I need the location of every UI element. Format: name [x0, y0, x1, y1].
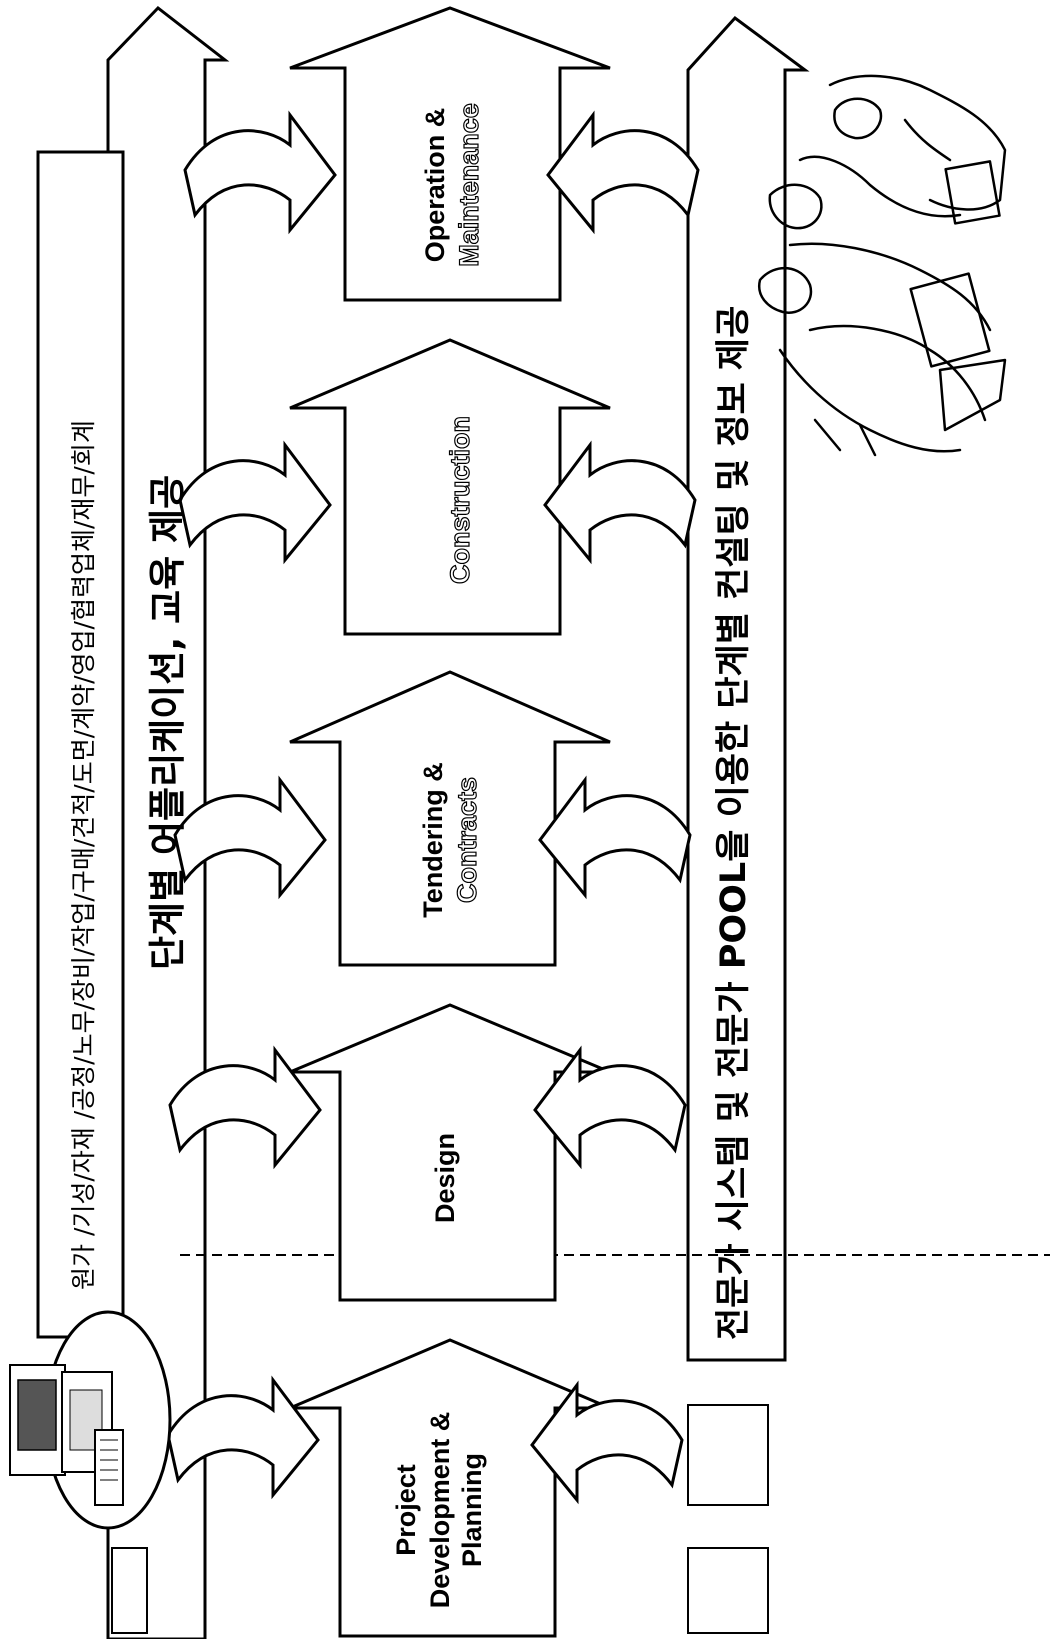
right-curved-arrow-tendering	[538, 778, 692, 897]
stage-project-line-1: Project	[391, 1464, 421, 1556]
stage-design-arrow	[289, 1003, 611, 1302]
stage-construction-line-1: Construction	[445, 416, 475, 584]
stage-operation-line-1: Operation &	[420, 108, 450, 263]
stage-design	[289, 1003, 611, 1302]
right-band-arrow	[686, 15, 810, 1362]
stage-project	[289, 1338, 611, 1638]
stage-tendering-label: Tendering & Contracts	[418, 762, 483, 918]
stage-tendering-arrow	[289, 670, 611, 967]
stage-project-line-3: Planning	[457, 1453, 487, 1567]
stage-tendering	[289, 670, 611, 967]
right-band-text: 전문가 시스템 및 전문가 POOL을 이용한 단계별 컨설팅 및 정보 제공	[714, 306, 754, 1340]
right-curved-arrow-operation	[546, 113, 700, 232]
stage-construction-arrow	[289, 338, 611, 636]
left-small-box-2	[111, 1547, 148, 1634]
right-curved-arrow-construction	[543, 443, 697, 562]
left-text-strip	[36, 150, 125, 1339]
people-meeting-illustration	[757, 74, 1007, 457]
stage-construction-label: Construction	[444, 415, 475, 584]
stage-project-arrow	[289, 1338, 611, 1638]
left-curved-arrow-operation	[183, 113, 337, 232]
stage-tendering-line-1: Tendering &	[418, 762, 448, 918]
stage-operation-label: Operation & Maintenance	[420, 103, 485, 268]
stage-operation-line-2: Maintenance	[454, 103, 484, 267]
stage-project-line-2: Development &	[425, 1412, 455, 1609]
stage-operation	[289, 6, 611, 302]
stage-operation-arrow	[289, 6, 611, 302]
right-small-box-2	[687, 1547, 769, 1634]
stage-construction	[289, 338, 611, 636]
computer-equipment-icon	[9, 1310, 172, 1530]
stage-design-label: Design	[430, 1133, 460, 1223]
left-band-text: 원가 /기성/자재 /공정/노무/장비/작업/구매/견적/도면/계약/영업/협력…	[69, 420, 98, 1290]
stage-tendering-line-2: Contracts	[452, 777, 482, 903]
left-band-arrow	[106, 5, 230, 1639]
stage-design-line-1: Design	[430, 1133, 460, 1223]
middle-band-text: 단계별 어플리케이션, 교육 제공	[146, 475, 189, 970]
stage-project-label: Project Development & Planning	[391, 1412, 487, 1609]
right-small-box-1	[687, 1404, 769, 1506]
